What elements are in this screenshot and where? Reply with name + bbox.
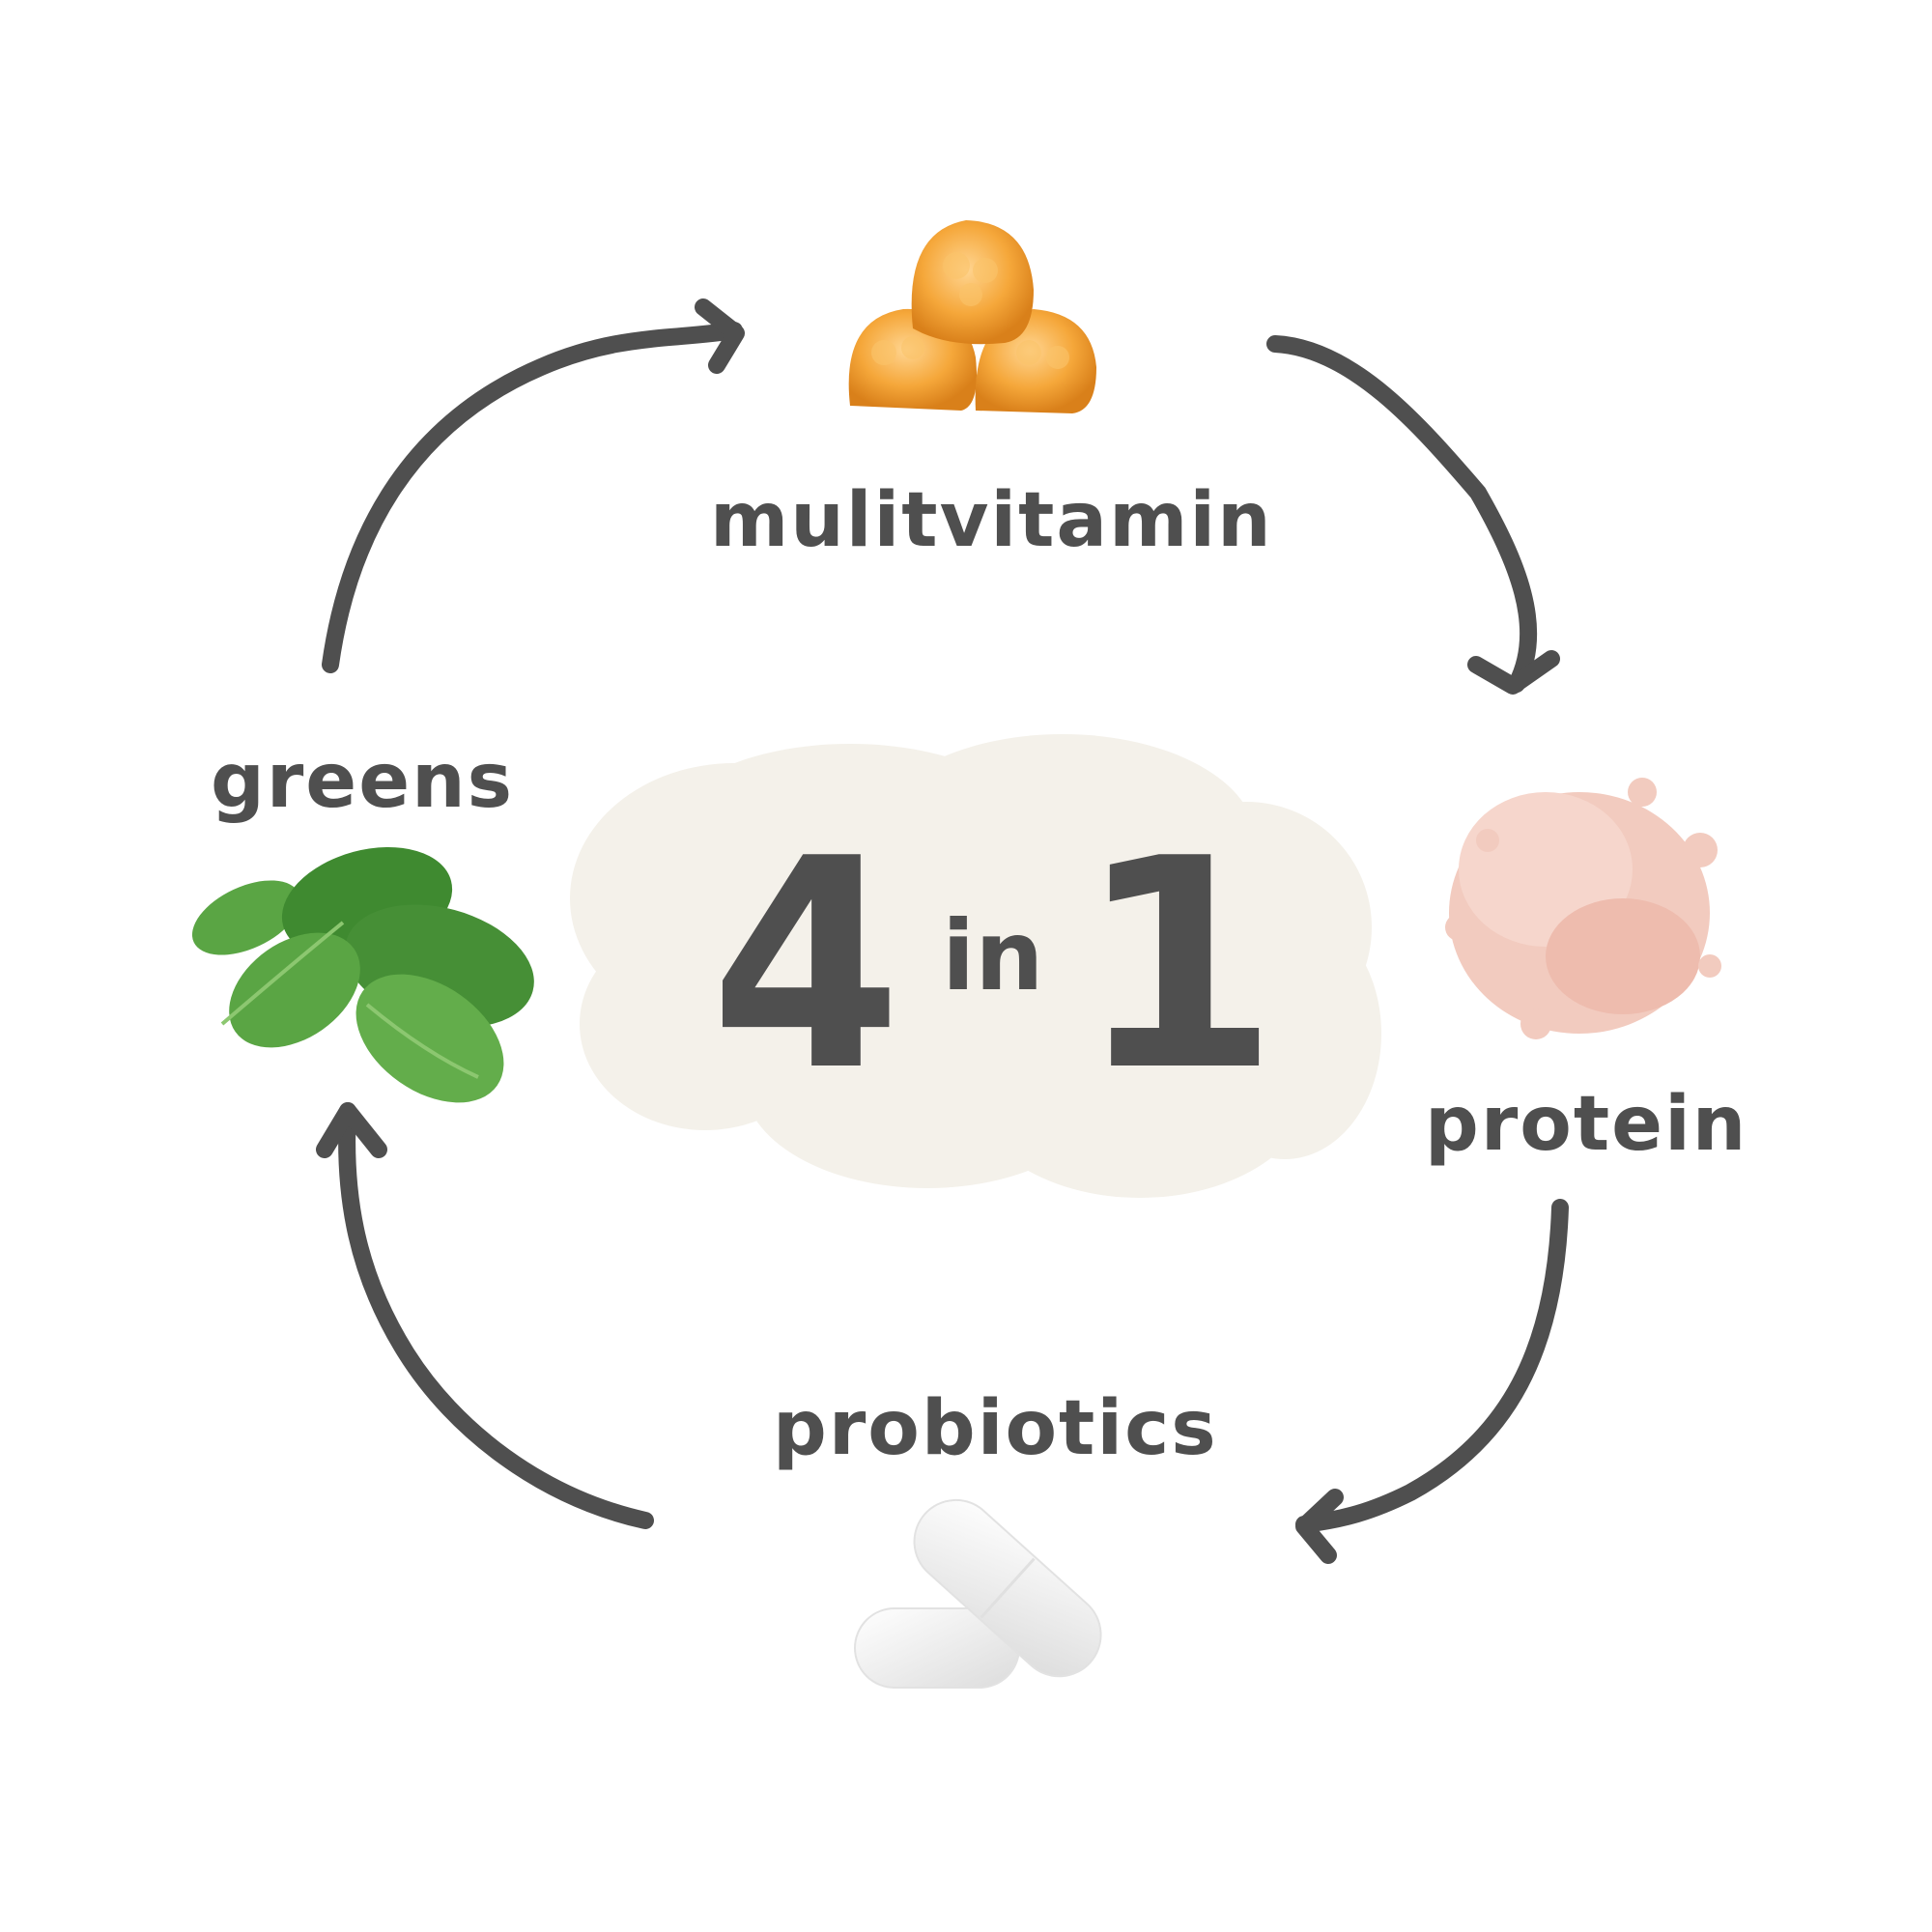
arrow-multivitamin-to-protein: [1266, 335, 1560, 695]
center-number-four: 4: [710, 797, 902, 1134]
node-label-multivitamin: mulitvitamin: [710, 477, 1273, 564]
center-number-one: 1: [1077, 797, 1279, 1134]
node-label-protein: protein: [1425, 1081, 1748, 1168]
center-connector-text: in: [942, 899, 1044, 1012]
arrow-protein-to-probiotics: [1295, 1199, 1569, 1564]
node-label-probiotics: probiotics: [773, 1385, 1218, 1472]
arrow-probiotics-to-greens: [316, 1102, 654, 1529]
node-label-greens: greens: [211, 738, 515, 825]
arrow-greens-to-multivitamin: [322, 298, 745, 673]
